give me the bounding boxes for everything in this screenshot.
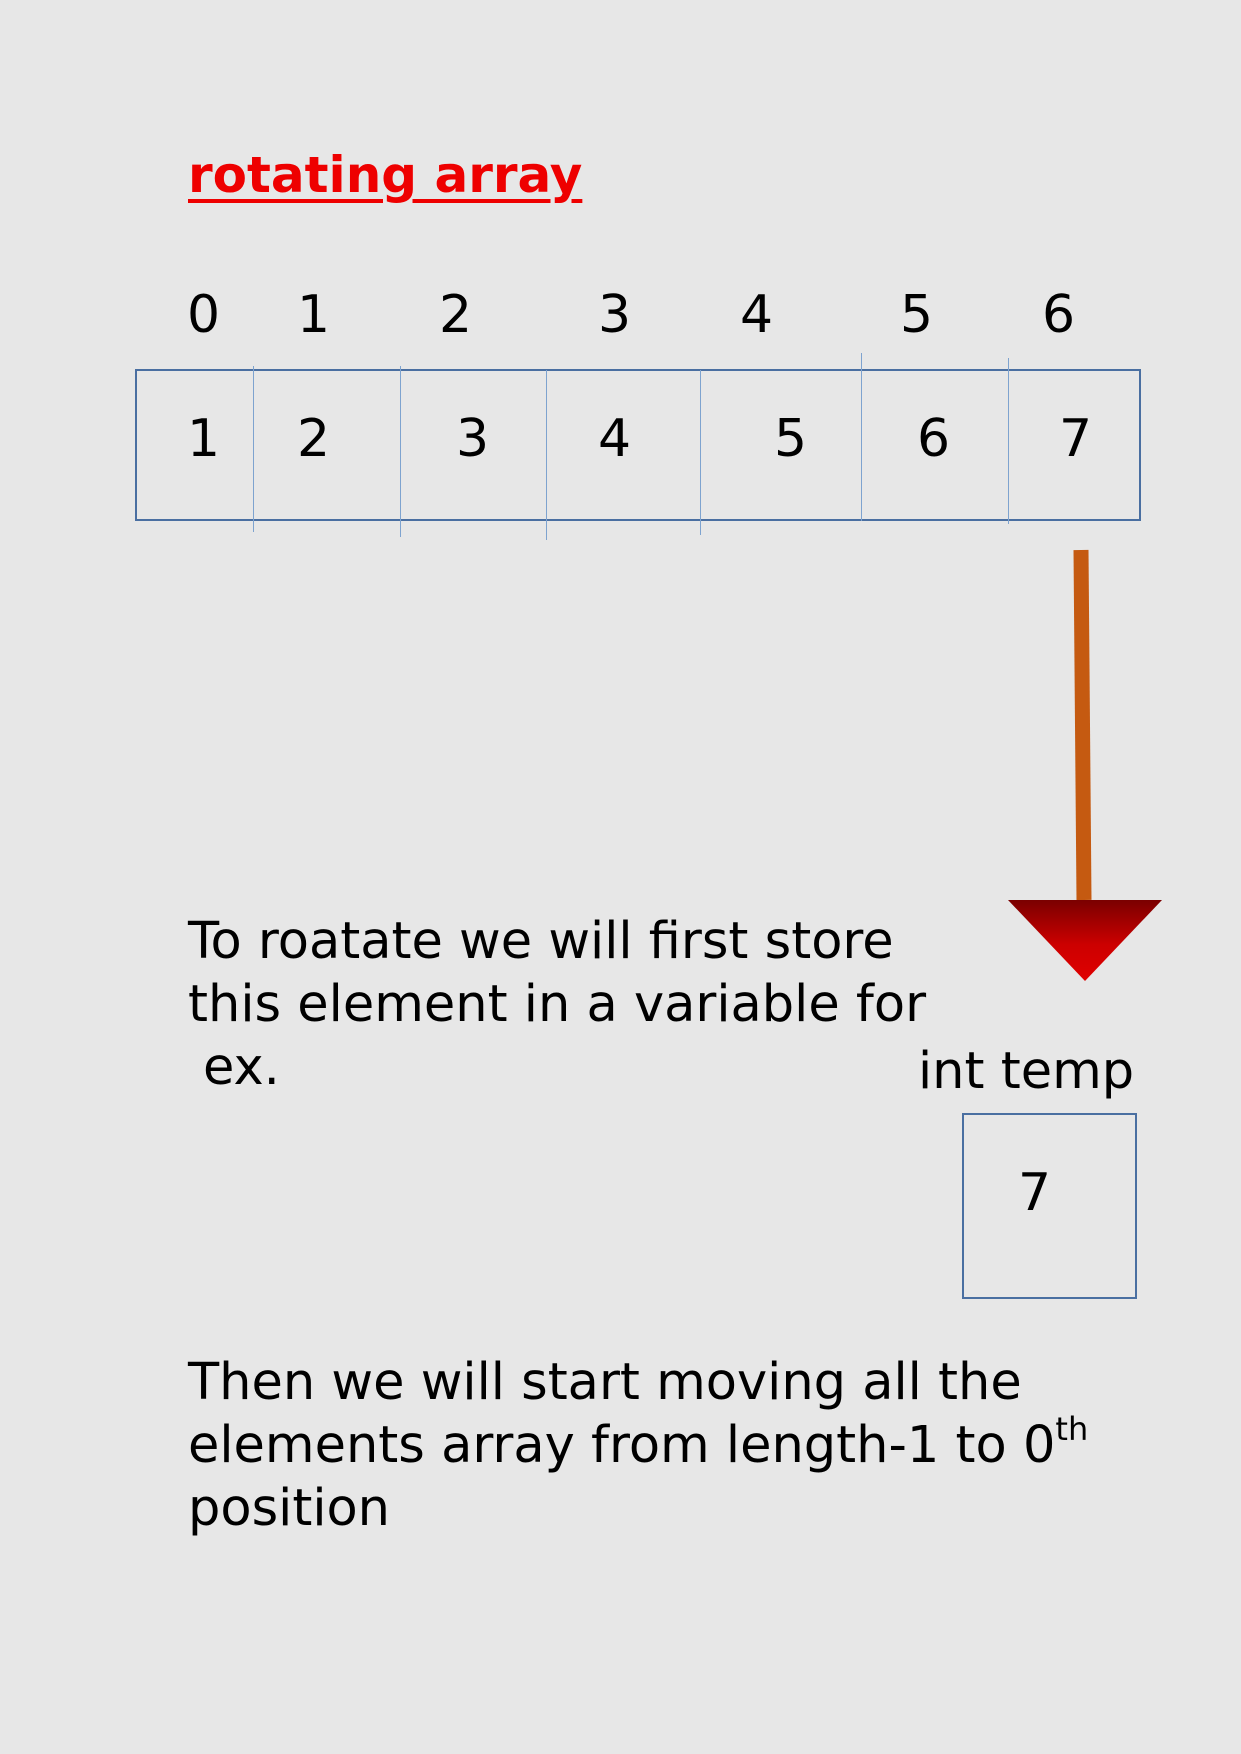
explanation-line: elements array from length-1 to 0th — [188, 1413, 1088, 1477]
page-title: rotating array — [188, 146, 583, 204]
array-cell-value: 2 — [297, 409, 331, 469]
array-cell-value: 3 — [456, 409, 490, 469]
array-index: 6 — [1042, 285, 1076, 345]
arrow-head — [1008, 900, 1162, 981]
superscript: th — [1055, 1410, 1089, 1448]
cell-divider — [700, 370, 701, 535]
temp-value: 7 — [1018, 1163, 1052, 1223]
temp-box — [962, 1113, 1137, 1299]
array-index: 5 — [900, 285, 934, 345]
array-cell-value: 6 — [917, 409, 951, 469]
array-index: 2 — [439, 285, 473, 345]
temp-label: int temp — [918, 1042, 1135, 1101]
cell-divider — [546, 370, 547, 540]
array-box — [135, 369, 1141, 521]
cell-divider — [1008, 358, 1009, 524]
array-index: 0 — [187, 285, 221, 345]
array-cell-value: 5 — [774, 409, 808, 469]
explanation-line: position — [188, 1479, 391, 1538]
array-cell-value: 4 — [598, 409, 632, 469]
array-cell-value: 7 — [1059, 409, 1093, 469]
explanation-line: To roatate we will first store — [188, 912, 894, 971]
explanation-line: ex. — [203, 1038, 280, 1097]
array-index: 1 — [297, 285, 331, 345]
cell-divider — [400, 366, 401, 537]
cell-divider — [253, 366, 254, 532]
array-index: 3 — [598, 285, 632, 345]
array-index: 4 — [740, 285, 774, 345]
down-arrow-icon — [1008, 549, 1162, 981]
cell-divider — [861, 353, 862, 521]
explanation-text: elements array from length-1 to 0 — [188, 1416, 1056, 1475]
array-cell-value: 1 — [187, 409, 221, 469]
explanation-line: this element in a variable for — [188, 975, 927, 1034]
explanation-line: Then we will start moving all the — [188, 1353, 1022, 1412]
